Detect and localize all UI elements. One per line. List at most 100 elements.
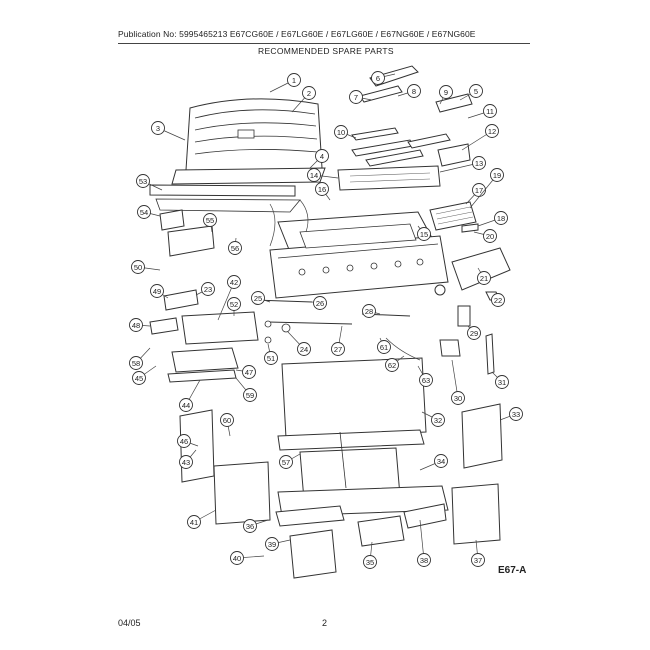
cabinet-door-right-part	[451, 403, 503, 545]
cabinet-panel-part	[277, 357, 427, 451]
page-subtitle: RECOMMENDED SPARE PARTS	[258, 46, 394, 56]
callout-circle-28	[362, 304, 376, 318]
callout-number-46: 46	[180, 437, 188, 446]
callout-number-27: 27	[334, 345, 342, 354]
callout-circle-49	[150, 284, 164, 298]
callout-circle-31	[495, 375, 509, 389]
callout-number-7: 7	[354, 93, 358, 102]
callout-number-6: 6	[376, 74, 380, 83]
callout-number-41: 41	[190, 518, 198, 527]
callout-number-33: 33	[512, 410, 520, 419]
publication-header: Publication No: 5995465213 E67CG60E / E6…	[118, 29, 476, 39]
callout-number-35: 35	[366, 558, 374, 567]
callout-circle-32	[431, 413, 445, 427]
bottom-tray-part	[275, 503, 447, 579]
callout-circle-4	[315, 149, 329, 163]
callout-circle-23	[201, 282, 215, 296]
callout-number-9: 9	[444, 88, 448, 97]
callout-circle-29	[467, 326, 481, 340]
callout-leader-19	[469, 174, 498, 209]
ignitor-wires-part	[269, 199, 421, 361]
callout-number-4: 4	[320, 152, 324, 161]
callout-circle-26	[313, 296, 327, 310]
callout-circle-18	[494, 211, 508, 225]
callout-circle-35	[363, 555, 377, 569]
callout-circle-42	[227, 275, 241, 289]
callout-number-10: 10	[337, 128, 345, 137]
callout-number-28: 28	[365, 307, 373, 316]
callout-number-39: 39	[268, 540, 276, 549]
callout-circle-25	[251, 291, 265, 305]
callout-circle-48	[129, 318, 143, 332]
callout-circle-52	[227, 297, 241, 311]
callout-number-47: 47	[245, 368, 253, 377]
callout-circle-62	[385, 358, 399, 372]
callout-circle-11	[483, 104, 497, 118]
callout-circle-36	[243, 519, 257, 533]
callout-circle-27	[331, 342, 345, 356]
callout-circle-6	[371, 71, 385, 85]
callout-number-2: 2	[307, 89, 311, 98]
callout-circle-24	[297, 342, 311, 356]
front-handle-part	[149, 184, 301, 213]
figure-reference: E67-A	[498, 565, 527, 576]
callout-number-5: 5	[474, 87, 478, 96]
callout-circle-53	[136, 174, 150, 188]
burner-set-part	[351, 127, 471, 167]
callout-circle-15	[417, 227, 431, 241]
callout-number-52: 52	[230, 300, 238, 309]
side-shelf-right-part	[451, 247, 511, 291]
callout-circle-54	[137, 205, 151, 219]
callout-number-44: 44	[182, 401, 190, 410]
callout-circle-45	[132, 371, 146, 385]
callout-number-58: 58	[132, 359, 140, 368]
callout-circle-7	[349, 90, 363, 104]
callout-number-57: 57	[282, 458, 290, 467]
callout-circle-44	[179, 398, 193, 412]
callout-number-24: 24	[300, 345, 308, 354]
callout-number-14: 14	[310, 171, 318, 180]
callout-number-32: 32	[434, 416, 442, 425]
grill-hood-part	[171, 98, 326, 185]
callout-number-63: 63	[422, 376, 430, 385]
callout-circle-56	[228, 241, 242, 255]
callout-number-55: 55	[206, 216, 214, 225]
callout-circle-51	[264, 351, 278, 365]
callout-circle-2	[302, 86, 316, 100]
callout-number-54: 54	[140, 208, 148, 217]
callout-number-23: 23	[204, 285, 212, 294]
callout-circle-37	[471, 553, 485, 567]
callout-number-3: 3	[156, 124, 160, 133]
grate-part	[429, 201, 477, 231]
callout-number-36: 36	[246, 522, 254, 531]
callout-number-21: 21	[480, 274, 488, 283]
callout-number-50: 50	[134, 263, 142, 272]
callout-number-38: 38	[420, 556, 428, 565]
callout-number-16: 16	[318, 185, 326, 194]
callout-circle-57	[279, 455, 293, 469]
callout-circle-50	[131, 260, 145, 274]
callout-circle-34	[434, 454, 448, 468]
callout-number-49: 49	[153, 287, 161, 296]
valve-parts	[434, 223, 501, 375]
callout-number-25: 25	[254, 294, 262, 303]
callout-number-22: 22	[494, 296, 502, 305]
callout-circle-16	[315, 182, 329, 196]
callout-circle-9	[439, 85, 453, 99]
callout-circle-55	[203, 213, 217, 227]
callout-circle-61	[377, 340, 391, 354]
callout-number-37: 37	[474, 556, 482, 565]
callout-circle-10	[334, 125, 348, 139]
callout-circle-33	[509, 407, 523, 421]
callout-number-13: 13	[475, 159, 483, 168]
left-shelf-part	[149, 209, 215, 335]
callout-number-40: 40	[233, 554, 241, 563]
callout-circle-43	[179, 455, 193, 469]
callout-circle-14	[307, 168, 321, 182]
callout-number-43: 43	[182, 458, 190, 467]
callout-number-34: 34	[437, 457, 445, 466]
callout-number-26: 26	[316, 299, 324, 308]
callout-circle-39	[265, 537, 279, 551]
publication-date: 04/05	[118, 618, 141, 628]
